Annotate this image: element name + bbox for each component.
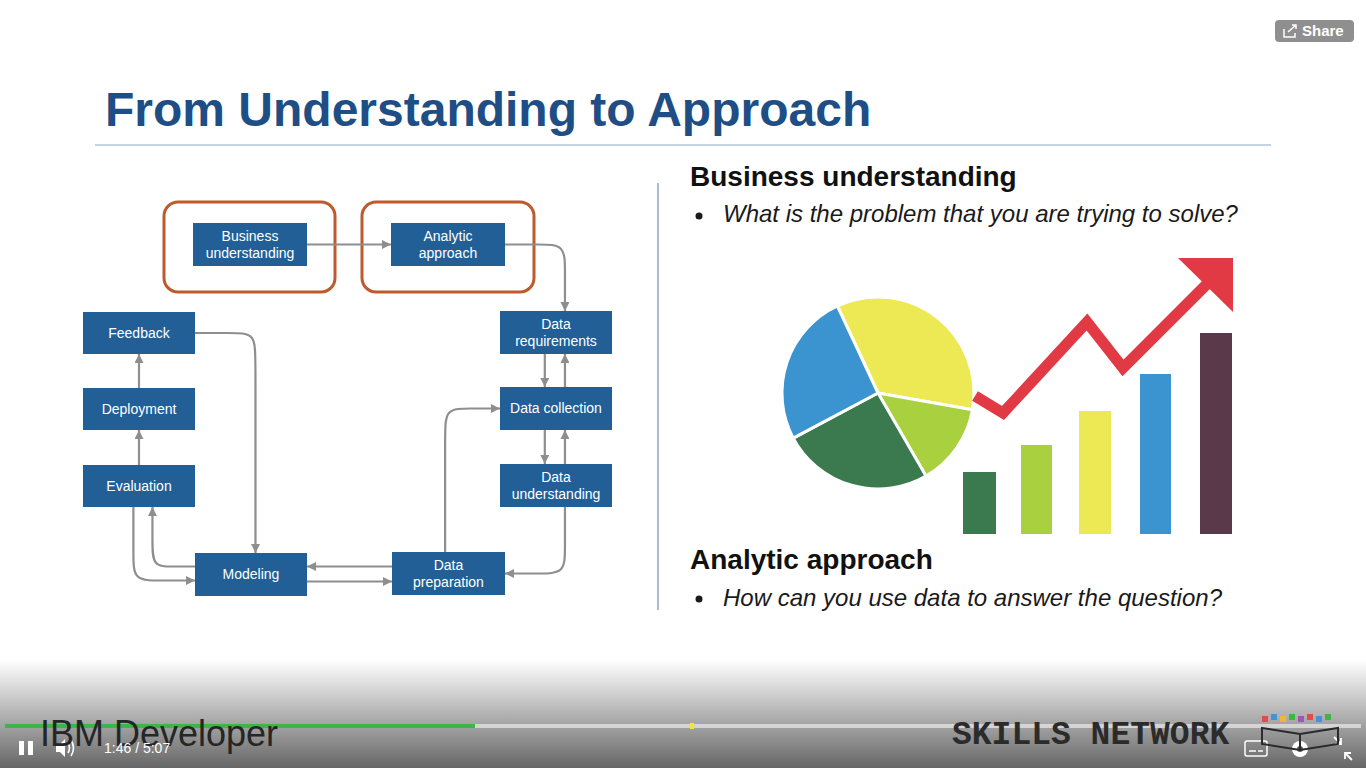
pause-icon (28, 741, 33, 755)
process-box: Evaluation (83, 465, 195, 507)
box-label: Data collection (506, 400, 606, 417)
flow-arrow (307, 565, 392, 567)
process-box: Deployment (83, 388, 195, 430)
process-box: Data collection (500, 387, 612, 430)
progress-marker (690, 723, 694, 729)
brand-logo (1280, 716, 1286, 722)
progress-track (5, 724, 1361, 728)
share-button (1275, 20, 1354, 42)
box-label: Modeling (201, 566, 301, 583)
process-box: Feedback (83, 312, 195, 354)
brand-logo (1262, 728, 1338, 750)
pie-slice (782, 306, 878, 438)
section-heading: Analytic approach (690, 544, 933, 576)
volume-icon (56, 739, 65, 757)
process-box: Business understanding (193, 223, 307, 266)
bullet-text: What is the problem that you are trying … (723, 200, 1238, 228)
player-shade (0, 660, 1366, 768)
captions-icon (1249, 750, 1263, 752)
box-label: Feedback (89, 325, 189, 342)
trend-arrowhead (1178, 258, 1233, 312)
flow-arrow (505, 507, 565, 574)
volume-icon (68, 740, 74, 756)
box-label: Data requirements (506, 316, 606, 350)
divider-line (657, 183, 658, 610)
flow-arrow (564, 430, 566, 464)
bar (1079, 411, 1111, 534)
box-label: Deployment (89, 401, 189, 418)
video-time: 1:46 / 5:07 (104, 740, 170, 756)
process-box: Data requirements (500, 311, 612, 354)
trend-arrow (975, 277, 1214, 413)
process-box: Modeling (195, 553, 307, 596)
flow-arrow (544, 354, 546, 387)
brand-logo (1307, 714, 1313, 720)
box-label: Data preparation (398, 557, 499, 591)
flow-arrow (152, 507, 195, 567)
flow-arrow (445, 409, 500, 553)
brand-watermark: SKILLS NETWORK (952, 717, 1229, 755)
highlight-outline (362, 202, 534, 292)
process-box: Analytic approach (391, 223, 505, 266)
box-label: Evaluation (89, 478, 189, 495)
brand-logo (1289, 714, 1295, 720)
bar (963, 472, 996, 534)
slide-title: From Understanding to Approach (105, 86, 871, 134)
process-box: Data preparation (392, 552, 505, 595)
bullet-dot (696, 213, 703, 220)
brand-watermark: IBM Developer (40, 713, 278, 754)
pause-icon (19, 741, 24, 755)
flow-arrow (307, 580, 392, 582)
share-button-label: Share (1302, 22, 1344, 39)
bar (1021, 445, 1052, 534)
bullet-dot (696, 596, 703, 603)
section-heading: Business understanding (690, 161, 1017, 193)
flow-arrow (564, 354, 566, 387)
title-rule (95, 145, 1271, 146)
box-label: Analytic approach (397, 228, 499, 262)
brand-logo (1271, 714, 1277, 720)
flow-arrow (505, 245, 565, 312)
bar (1200, 333, 1232, 534)
brand-logo (1325, 714, 1331, 720)
flow-arrow (195, 333, 255, 553)
bar (1140, 374, 1171, 534)
process-box: Data understanding (500, 464, 612, 507)
brand-logo (1298, 716, 1304, 722)
captions-icon (1245, 741, 1267, 756)
box-label: Business understanding (199, 228, 301, 262)
brand-logo (1262, 716, 1268, 722)
flow-arrow (138, 430, 140, 465)
flow-arrow (307, 243, 391, 245)
highlight-outline (164, 202, 335, 292)
bullet-text: How can you use data to answer the quest… (723, 584, 1222, 612)
minimize-icon (1334, 737, 1352, 760)
flow-arrow (133, 507, 195, 581)
box-label: Data understanding (506, 469, 606, 503)
flow-arrow (138, 354, 140, 388)
brand-logo (1316, 716, 1322, 722)
progress-played (5, 724, 475, 728)
share-icon (1284, 25, 1296, 37)
flow-arrow (544, 430, 546, 464)
